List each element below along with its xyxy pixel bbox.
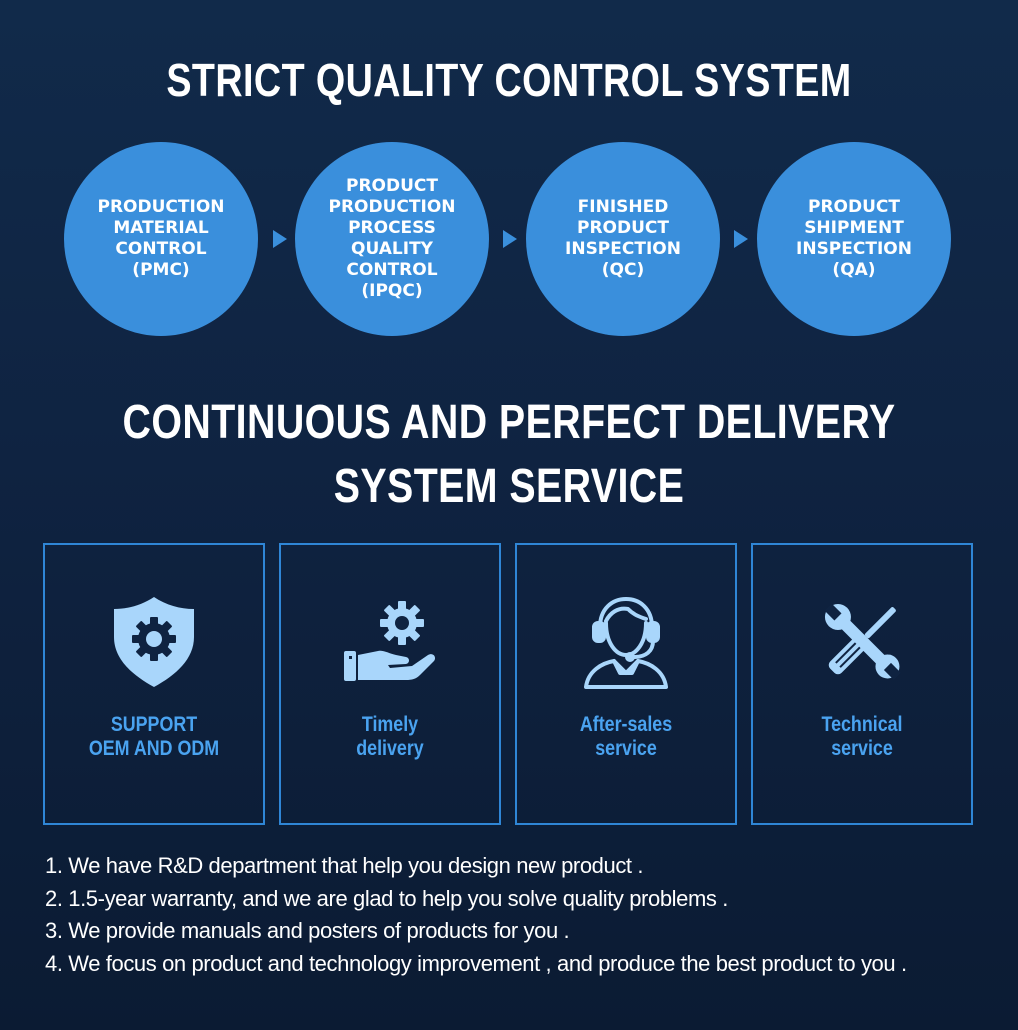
card-oem-odm-label: SUPPORT OEM AND ODM — [88, 713, 220, 760]
shield-gear-icon — [114, 597, 194, 687]
card-after-sales-label: After-sales service — [579, 713, 673, 760]
arrow-right-icon — [734, 230, 748, 248]
card-after-sales: After-sales service — [515, 543, 737, 825]
list-item: 4. We focus on product and technology im… — [45, 950, 907, 976]
wrench-screwdriver-icon — [824, 603, 901, 680]
card-technical-service: Technical service — [751, 543, 973, 825]
delivery-section-title-line1: CONTINUOUS AND PERFECT DELIVERY — [122, 396, 896, 449]
card-timely-delivery: Timely delivery — [279, 543, 501, 825]
step-qc: FINISHED PRODUCT INSPECTION (QC) — [526, 142, 720, 336]
list-item: 2. 1.5-year warranty, and we are glad to… — [45, 885, 728, 911]
notes-list: 1. We have R&D department that help you … — [45, 850, 1010, 980]
step-qc-label: FINISHED PRODUCT INSPECTION (QC) — [565, 197, 681, 280]
step-ipqc: PRODUCT PRODUCTION PROCESS QUALITY CONTR… — [295, 142, 489, 336]
delivery-section-title-line2: SYSTEM SERVICE — [333, 460, 685, 513]
step-ipqc-label: PRODUCT PRODUCTION PROCESS QUALITY CONTR… — [328, 176, 456, 301]
card-technical-service-label: Technical service — [821, 713, 903, 760]
step-pmc-label: PRODUCTION MATERIAL CONTROL (PMC) — [97, 197, 225, 280]
card-timely-delivery-label: Timely delivery — [356, 713, 424, 760]
list-item: 3. We provide manuals and posters of pro… — [45, 918, 570, 943]
step-qa-label: PRODUCT SHIPMENT INSPECTION (QA) — [796, 197, 912, 280]
hand-gear-icon — [344, 601, 436, 681]
step-pmc: PRODUCTION MATERIAL CONTROL (PMC) — [64, 142, 258, 336]
headset-agent-icon — [584, 597, 668, 689]
arrow-right-icon — [503, 230, 517, 248]
list-item: 1. We have R&D department that help you … — [45, 853, 644, 878]
step-qa: PRODUCT SHIPMENT INSPECTION (QA) — [757, 142, 951, 336]
card-oem-odm: SUPPORT OEM AND ODM — [43, 543, 265, 825]
quality-section-title: STRICT QUALITY CONTROL SYSTEM — [166, 54, 852, 106]
arrow-right-icon — [273, 230, 287, 248]
